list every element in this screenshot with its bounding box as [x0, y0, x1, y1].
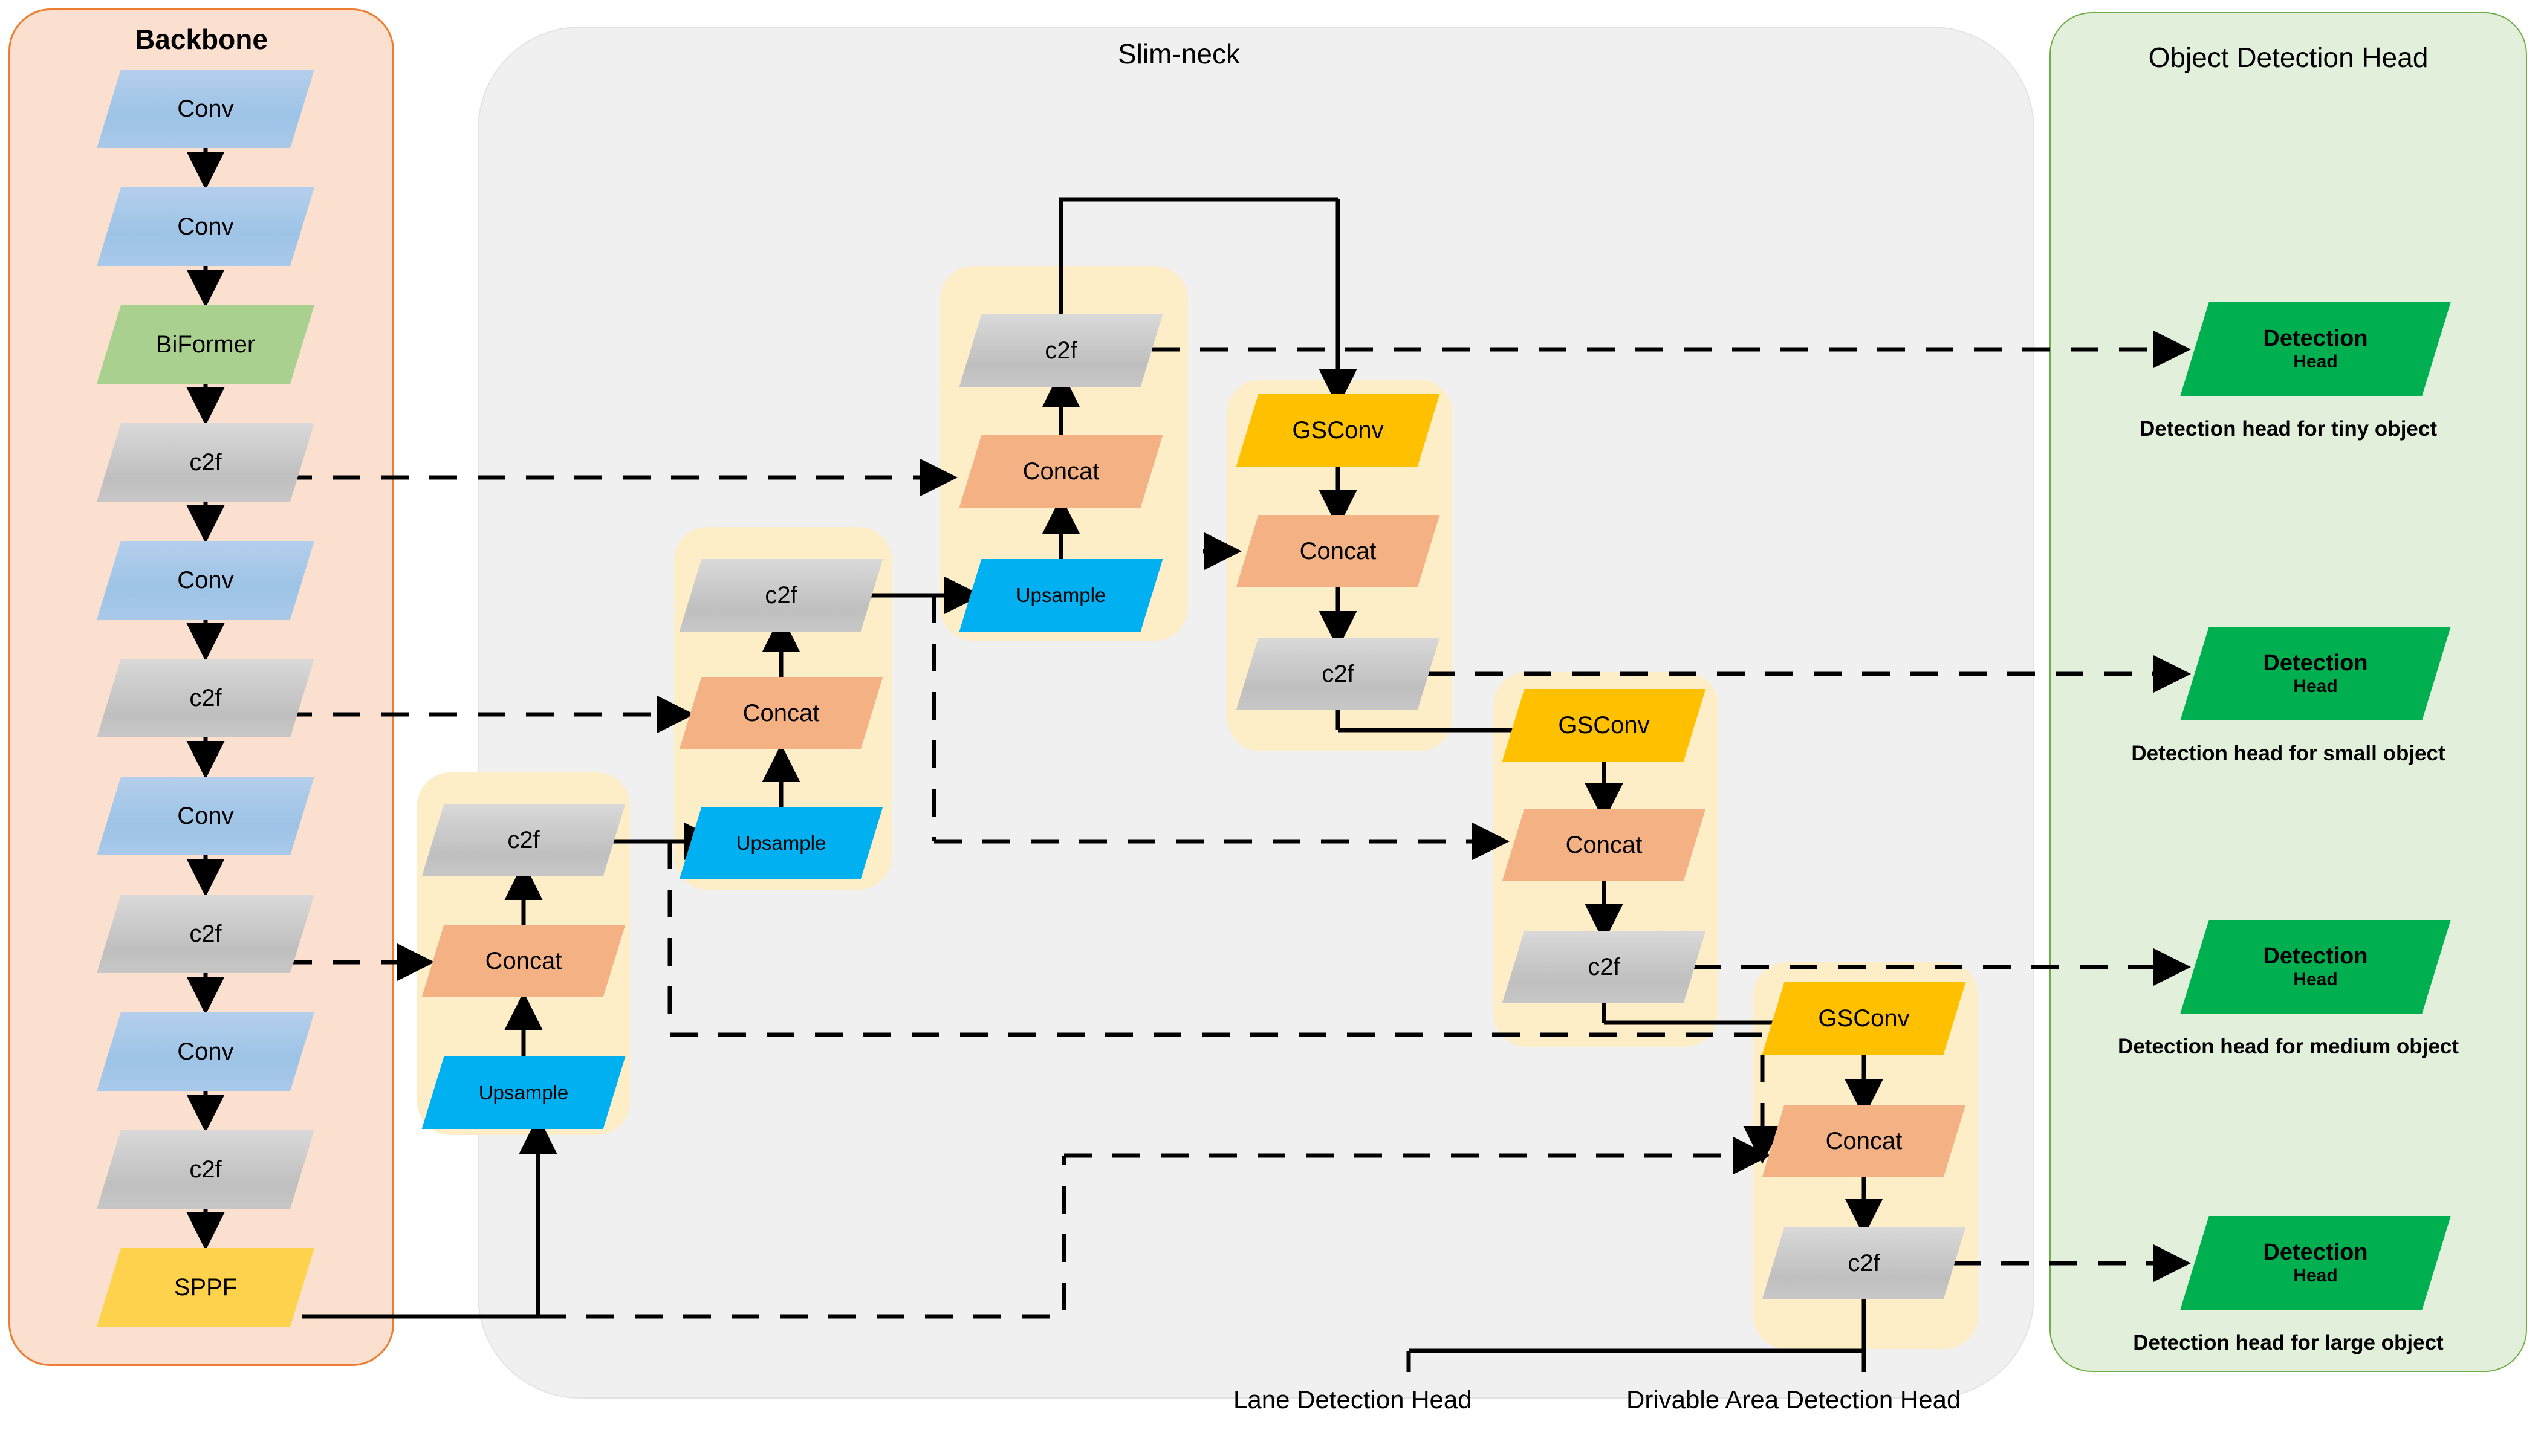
neck-p3-c2f[interactable]: c2f — [421, 804, 626, 876]
detection-head-large[interactable]: Detection Head — [2180, 1216, 2451, 1310]
detection-head-tiny-caption: Detection head for tiny object — [2140, 417, 2437, 441]
neck-d1-c2f[interactable]: c2f — [1236, 638, 1440, 710]
neck-d2-concat[interactable]: Concat — [1502, 809, 1706, 881]
neck-d1-gsconv[interactable]: GSConv — [1236, 394, 1440, 467]
drivable-area-detection-head-label: Drivable Area Detection Head — [1626, 1385, 1961, 1414]
backbone-block-c2f-2[interactable]: c2f — [97, 659, 314, 737]
neck-d3-concat[interactable]: Concat — [1762, 1105, 1966, 1177]
lane-detection-head-label: Lane Detection Head — [1233, 1385, 1472, 1414]
detection-head-large-caption: Detection head for large object — [2133, 1331, 2444, 1354]
object-detection-head-title: Object Detection Head — [2148, 42, 2429, 73]
backbone-block-biformer[interactable]: BiFormer — [97, 305, 314, 384]
neck-p3-upsample[interactable]: Upsample — [421, 1056, 626, 1129]
neck-p4-concat[interactable]: Concat — [679, 677, 883, 749]
neck-d2-c2f[interactable]: c2f — [1502, 931, 1706, 1003]
neck-p4-c2f[interactable]: c2f — [679, 559, 883, 632]
backbone-block-conv-1[interactable]: Conv — [97, 70, 314, 148]
backbone-block-c2f-3[interactable]: c2f — [97, 895, 314, 973]
detection-head-small[interactable]: Detection Head — [2180, 627, 2451, 720]
neck-d2-gsconv[interactable]: GSConv — [1502, 689, 1706, 762]
neck-d3-gsconv[interactable]: GSConv — [1762, 982, 1966, 1055]
backbone-block-conv-3[interactable]: Conv — [97, 541, 314, 620]
detection-head-small-caption: Detection head for small object — [2131, 742, 2445, 765]
backbone-block-conv-4[interactable]: Conv — [97, 777, 314, 855]
detection-head-medium[interactable]: Detection Head — [2180, 920, 2451, 1014]
neck-p3-concat[interactable]: Concat — [421, 925, 626, 997]
neck-p4-upsample[interactable]: Upsample — [679, 807, 883, 879]
neck-d1-concat[interactable]: Concat — [1236, 515, 1440, 587]
backbone-title: Backbone — [135, 24, 268, 55]
slim-neck-title: Slim-neck — [1118, 38, 1240, 70]
neck-p5-concat[interactable]: Concat — [959, 435, 1163, 508]
detection-head-tiny[interactable]: Detection Head — [2180, 302, 2451, 396]
neck-d3-c2f[interactable]: c2f — [1762, 1227, 1966, 1299]
detection-head-medium-caption: Detection head for medium object — [2118, 1035, 2459, 1058]
neck-p5-c2f[interactable]: c2f — [959, 314, 1163, 387]
neck-p5-upsample[interactable]: Upsample — [959, 559, 1163, 632]
backbone-block-conv-5[interactable]: Conv — [97, 1012, 314, 1091]
backbone-block-c2f-1[interactable]: c2f — [97, 423, 314, 502]
backbone-block-sppf[interactable]: SPPF — [97, 1248, 314, 1327]
backbone-block-c2f-4[interactable]: c2f — [97, 1130, 314, 1209]
backbone-block-conv-2[interactable]: Conv — [97, 187, 314, 266]
